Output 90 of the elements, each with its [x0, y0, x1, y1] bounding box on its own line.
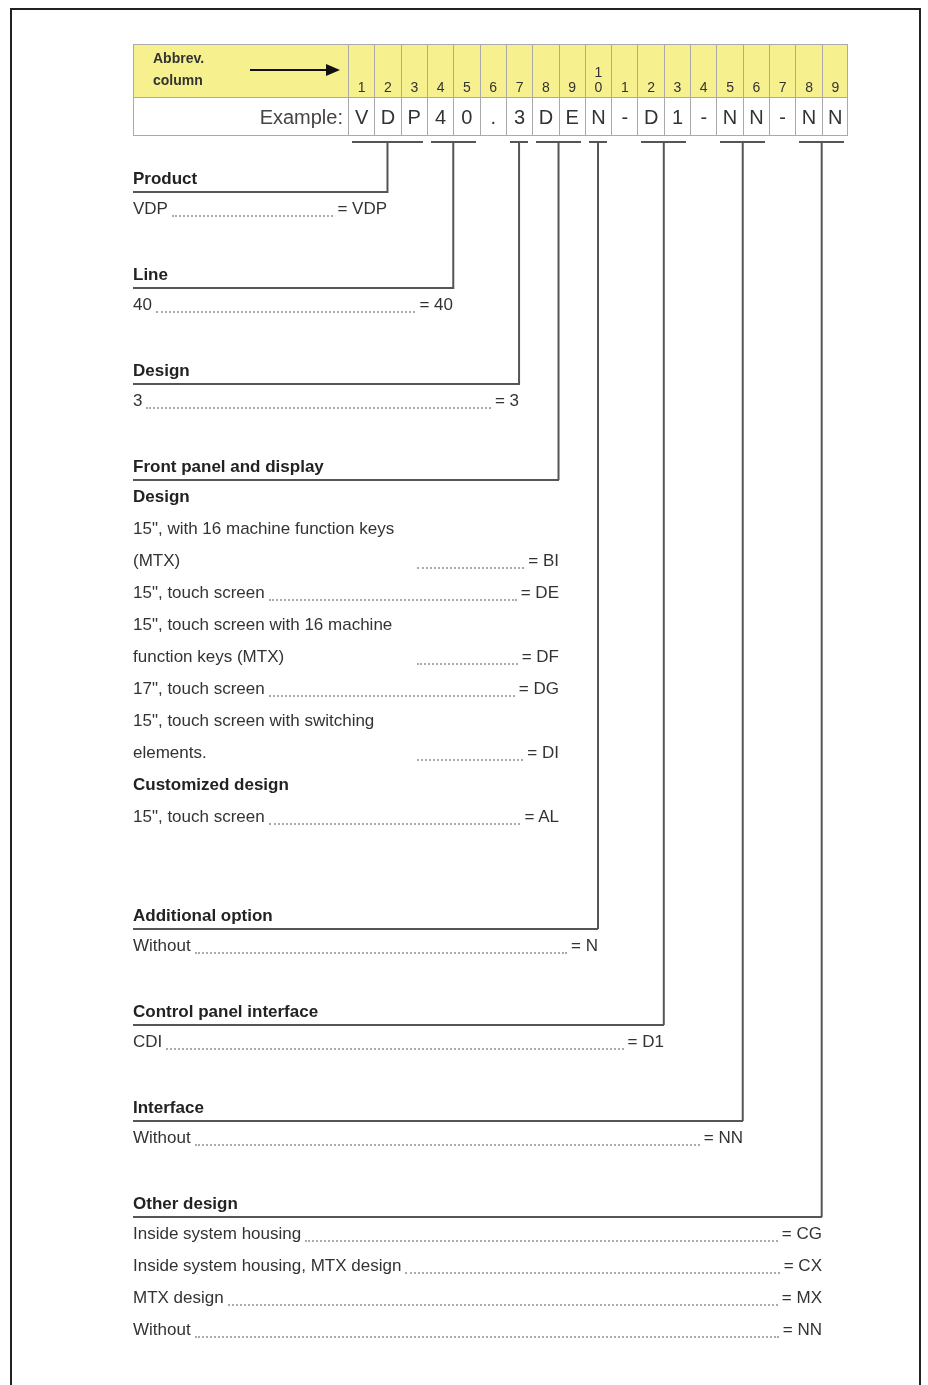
- option-description: VDP: [133, 198, 168, 220]
- option-description: 15", with 16 machine function keys (MTX): [133, 518, 396, 572]
- option-code: = AL: [524, 806, 559, 828]
- column-number: 5: [453, 44, 480, 98]
- example-character: -: [690, 98, 717, 136]
- option-description: 40: [133, 294, 152, 316]
- option-code: = DF: [521, 646, 559, 668]
- column-number: 8: [795, 44, 822, 98]
- example-character: 3: [505, 98, 533, 136]
- example-character: E: [558, 98, 585, 136]
- option-description: Without: [133, 1319, 191, 1341]
- leader-line: [820, 142, 823, 1218]
- column-number: 9: [821, 44, 848, 98]
- column-number: 3: [400, 44, 427, 98]
- column-number: 9: [558, 44, 585, 98]
- example-character: N: [795, 98, 822, 136]
- column-number: 6: [742, 44, 770, 98]
- option-description: 15", touch screen: [133, 582, 265, 604]
- column-number: 8: [532, 44, 559, 98]
- option-description: 17", touch screen: [133, 678, 265, 700]
- column-number: 1: [611, 44, 638, 98]
- example-character: 0: [453, 98, 480, 136]
- column-number: 10: [584, 44, 612, 98]
- option-code: = 3: [494, 390, 519, 412]
- option-code: = NN: [782, 1319, 822, 1341]
- column-number: 6: [479, 44, 506, 98]
- section-heading: Line: [133, 263, 453, 289]
- section-heading: Control panel interface: [133, 1000, 664, 1026]
- option-description: 15", touch screen with switching elements.: [133, 710, 376, 764]
- leader-line: [662, 142, 665, 1026]
- column-number: 2: [374, 44, 401, 98]
- option-description: Without: [133, 1127, 191, 1149]
- option-code: = BI: [528, 550, 559, 572]
- section-heading: Other design: [133, 1192, 822, 1218]
- example-label: Example:: [258, 105, 343, 130]
- example-character: -: [769, 98, 796, 136]
- option-code: = CG: [781, 1223, 822, 1245]
- leader-line: [518, 142, 521, 385]
- example-character: 1: [663, 98, 691, 136]
- example-character: D: [532, 98, 559, 136]
- option-code: = NN: [703, 1127, 743, 1149]
- example-character: .: [479, 98, 506, 136]
- leader-line: [597, 142, 599, 930]
- example-character: N: [742, 98, 770, 136]
- column-number: 4: [426, 44, 454, 98]
- section-heading: Front panel and display: [133, 455, 559, 481]
- section-heading: Additional option: [133, 904, 598, 930]
- section-heading: Product: [133, 167, 387, 193]
- option-code: = 40: [419, 294, 453, 316]
- leader-line: [386, 142, 389, 193]
- column-number: 7: [769, 44, 796, 98]
- option-code: = D1: [627, 1031, 664, 1053]
- option-code: = DE: [520, 582, 559, 604]
- option-code: = N: [571, 935, 598, 957]
- option-description: MTX design: [133, 1287, 224, 1309]
- subheading: Customized design: [133, 774, 290, 796]
- column-number: 7: [505, 44, 533, 98]
- option-description: 15", touch screen: [133, 806, 265, 828]
- subheading: Design: [133, 486, 191, 508]
- example-character: N: [821, 98, 848, 136]
- option-code: = VDP: [337, 198, 387, 220]
- column-number: 4: [690, 44, 717, 98]
- example-character: D: [637, 98, 664, 136]
- section-heading: Interface: [133, 1096, 743, 1122]
- section-heading: Design: [133, 359, 519, 385]
- option-description: 3: [133, 390, 143, 412]
- option-code: = MX: [781, 1287, 822, 1309]
- example-character: V: [348, 98, 375, 136]
- example-character: D: [374, 98, 401, 136]
- example-character: N: [584, 98, 612, 136]
- option-description: 15", touch screen with 16 machine function keys (MTX): [133, 614, 394, 668]
- column-number: 3: [663, 44, 691, 98]
- leader-line: [741, 142, 744, 1122]
- option-description: Inside system housing, MTX design: [133, 1255, 402, 1277]
- leader-line: [452, 142, 455, 289]
- example-character: 4: [426, 98, 454, 136]
- leader-line: [557, 142, 560, 481]
- column-number: 2: [637, 44, 664, 98]
- option-code: = DI: [527, 742, 559, 764]
- option-description: Inside system housing: [133, 1223, 302, 1245]
- example-character: N: [716, 98, 743, 136]
- option-description: CDI: [133, 1031, 163, 1053]
- column-number: 5: [716, 44, 743, 98]
- option-code: = CX: [783, 1255, 822, 1277]
- header-label: Abbrev. column: [153, 49, 206, 90]
- option-description: Without: [133, 935, 191, 957]
- example-character: P: [400, 98, 427, 136]
- option-code: = DG: [518, 678, 559, 700]
- column-number: 1: [348, 44, 375, 98]
- example-character: -: [611, 98, 638, 136]
